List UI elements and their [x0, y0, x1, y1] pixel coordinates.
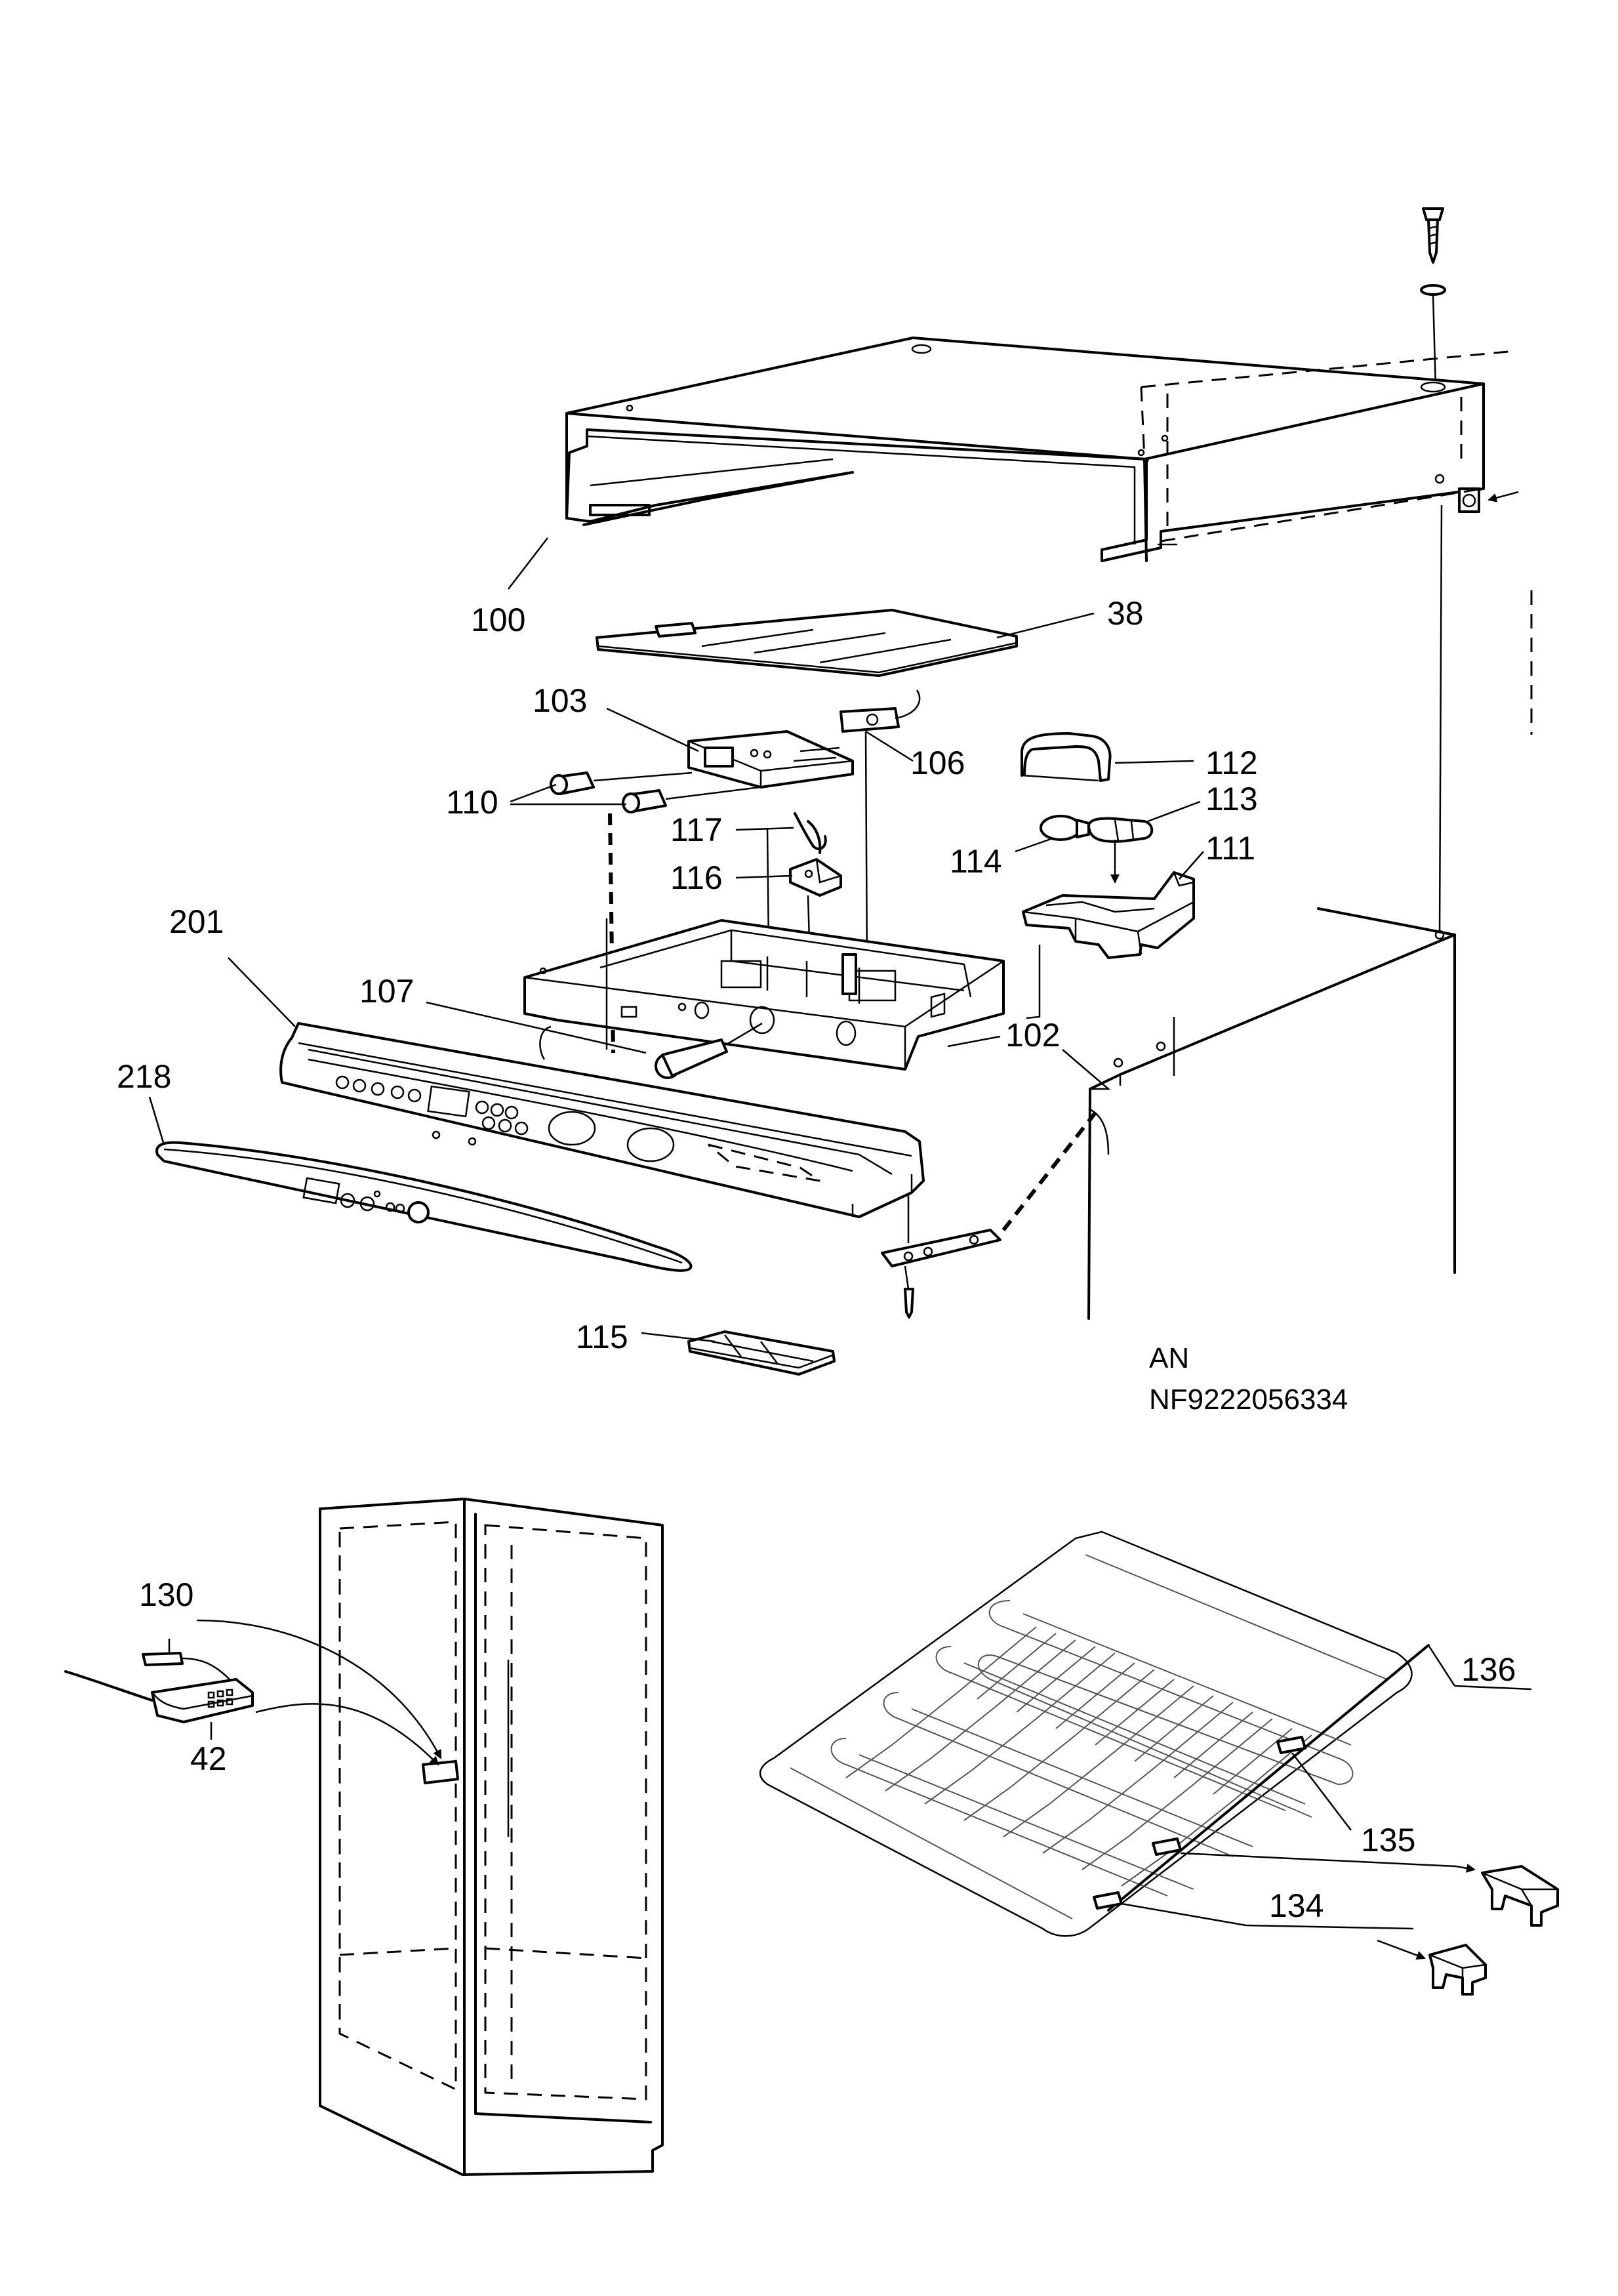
cabinet-outline-dashed: [1140, 386, 1146, 460]
leader-136-tail: [1454, 1685, 1532, 1691]
leader-112: [1114, 760, 1194, 764]
label-42: 42: [190, 1740, 227, 1777]
label-218: 218: [117, 1058, 171, 1095]
alignment-arrow: [1487, 491, 1519, 502]
label-111: 111: [1205, 830, 1255, 867]
label-100: 100: [471, 602, 525, 638]
cabinet-outline-dashed: [1141, 350, 1516, 388]
label-134: 134: [1269, 1887, 1324, 1924]
bulb-icon: [1040, 815, 1090, 841]
top-cover-part: [565, 337, 1485, 562]
knob-upper-icon: [550, 771, 595, 795]
clip-134-part: [1428, 1944, 1487, 1996]
label-116: 116: [670, 859, 723, 896]
hinge-bracket-part: [881, 1229, 1001, 1319]
screw-icon: [1422, 207, 1444, 264]
cabinet-top-body: [539, 504, 1456, 1320]
evaporator-coil-part: [759, 1530, 1430, 1937]
leader-135b: [1180, 1852, 1457, 1868]
label-115: 115: [576, 1319, 628, 1355]
control-housing-part: [523, 919, 1005, 1071]
clip-134-arrow: [1377, 1939, 1426, 1960]
control-panel-fascia-part: [279, 1022, 925, 1218]
leader-201: [228, 957, 296, 1027]
diagram-code-line-2: NF9222056334: [1149, 1384, 1348, 1416]
label-112: 112: [1205, 745, 1258, 781]
leader-110d: [665, 785, 771, 800]
lamp-socket-part: [1087, 817, 1154, 843]
washer-icon: [1420, 284, 1446, 296]
leader-110a: [510, 783, 557, 803]
leader-111: [1179, 851, 1204, 880]
label-38: 38: [1107, 595, 1144, 632]
leader-134a: [1121, 1902, 1247, 1927]
label-106: 106: [910, 745, 965, 781]
hinge-guide-dashed: [1001, 1107, 1101, 1231]
spring-clip-part: [794, 812, 827, 854]
label-117: 117: [670, 811, 723, 848]
leader-110c: [593, 771, 693, 782]
leader-100: [508, 537, 548, 590]
clip-135-arrow: [1455, 1863, 1476, 1873]
cabinet-outline-dashed: [1160, 487, 1483, 543]
label-130: 130: [139, 1576, 193, 1613]
label-113: 113: [1205, 781, 1258, 817]
decor-strip-part: [155, 1141, 693, 1272]
leader-117: [735, 827, 794, 831]
module-arrow: [255, 1703, 439, 1766]
lamp-cover-part: [1021, 732, 1112, 782]
leader-102: [947, 1035, 1001, 1048]
leader-116: [735, 874, 793, 879]
label-136: 136: [1461, 1651, 1516, 1688]
control-board-part: [687, 730, 854, 789]
lamp-housing-part: [1022, 871, 1195, 959]
label-114: 114: [950, 843, 1002, 880]
leader-134b: [1245, 1924, 1414, 1930]
knob-lower-icon: [622, 789, 667, 813]
leader-103: [606, 707, 699, 752]
leader-218: [148, 1096, 165, 1145]
door-switch-part: [839, 689, 921, 733]
clip-135-part: [1481, 1865, 1559, 1927]
leader-38: [996, 612, 1095, 639]
housing-wire: [1026, 945, 1041, 1019]
leader-135a: [1291, 1752, 1352, 1831]
thermostat-module-part: [64, 1670, 254, 1723]
leader-113: [1147, 800, 1201, 823]
filter-part: [687, 1330, 836, 1376]
refrigerator-cabinet: [319, 1498, 664, 2176]
switch-guide-line: [862, 731, 872, 969]
label-102: 102: [1005, 1017, 1060, 1054]
sensor-arrow: [196, 1619, 442, 1759]
bracket-part: [789, 858, 842, 897]
knob-shaft-part: [655, 1006, 775, 1079]
cover-plate-part: [596, 609, 1018, 677]
leader-136: [1427, 1645, 1456, 1687]
leader-114: [1015, 837, 1053, 853]
label-110: 110: [446, 784, 498, 821]
diagram-code-line-1: AN: [1149, 1342, 1189, 1374]
sensor-part: [142, 1652, 230, 1680]
label-103: 103: [533, 682, 587, 719]
leader-106: [865, 730, 914, 762]
label-107: 107: [359, 973, 414, 1010]
label-201: 201: [169, 903, 224, 940]
leader-115: [641, 1332, 716, 1343]
leader-107: [426, 1001, 647, 1054]
label-135: 135: [1361, 1822, 1415, 1858]
